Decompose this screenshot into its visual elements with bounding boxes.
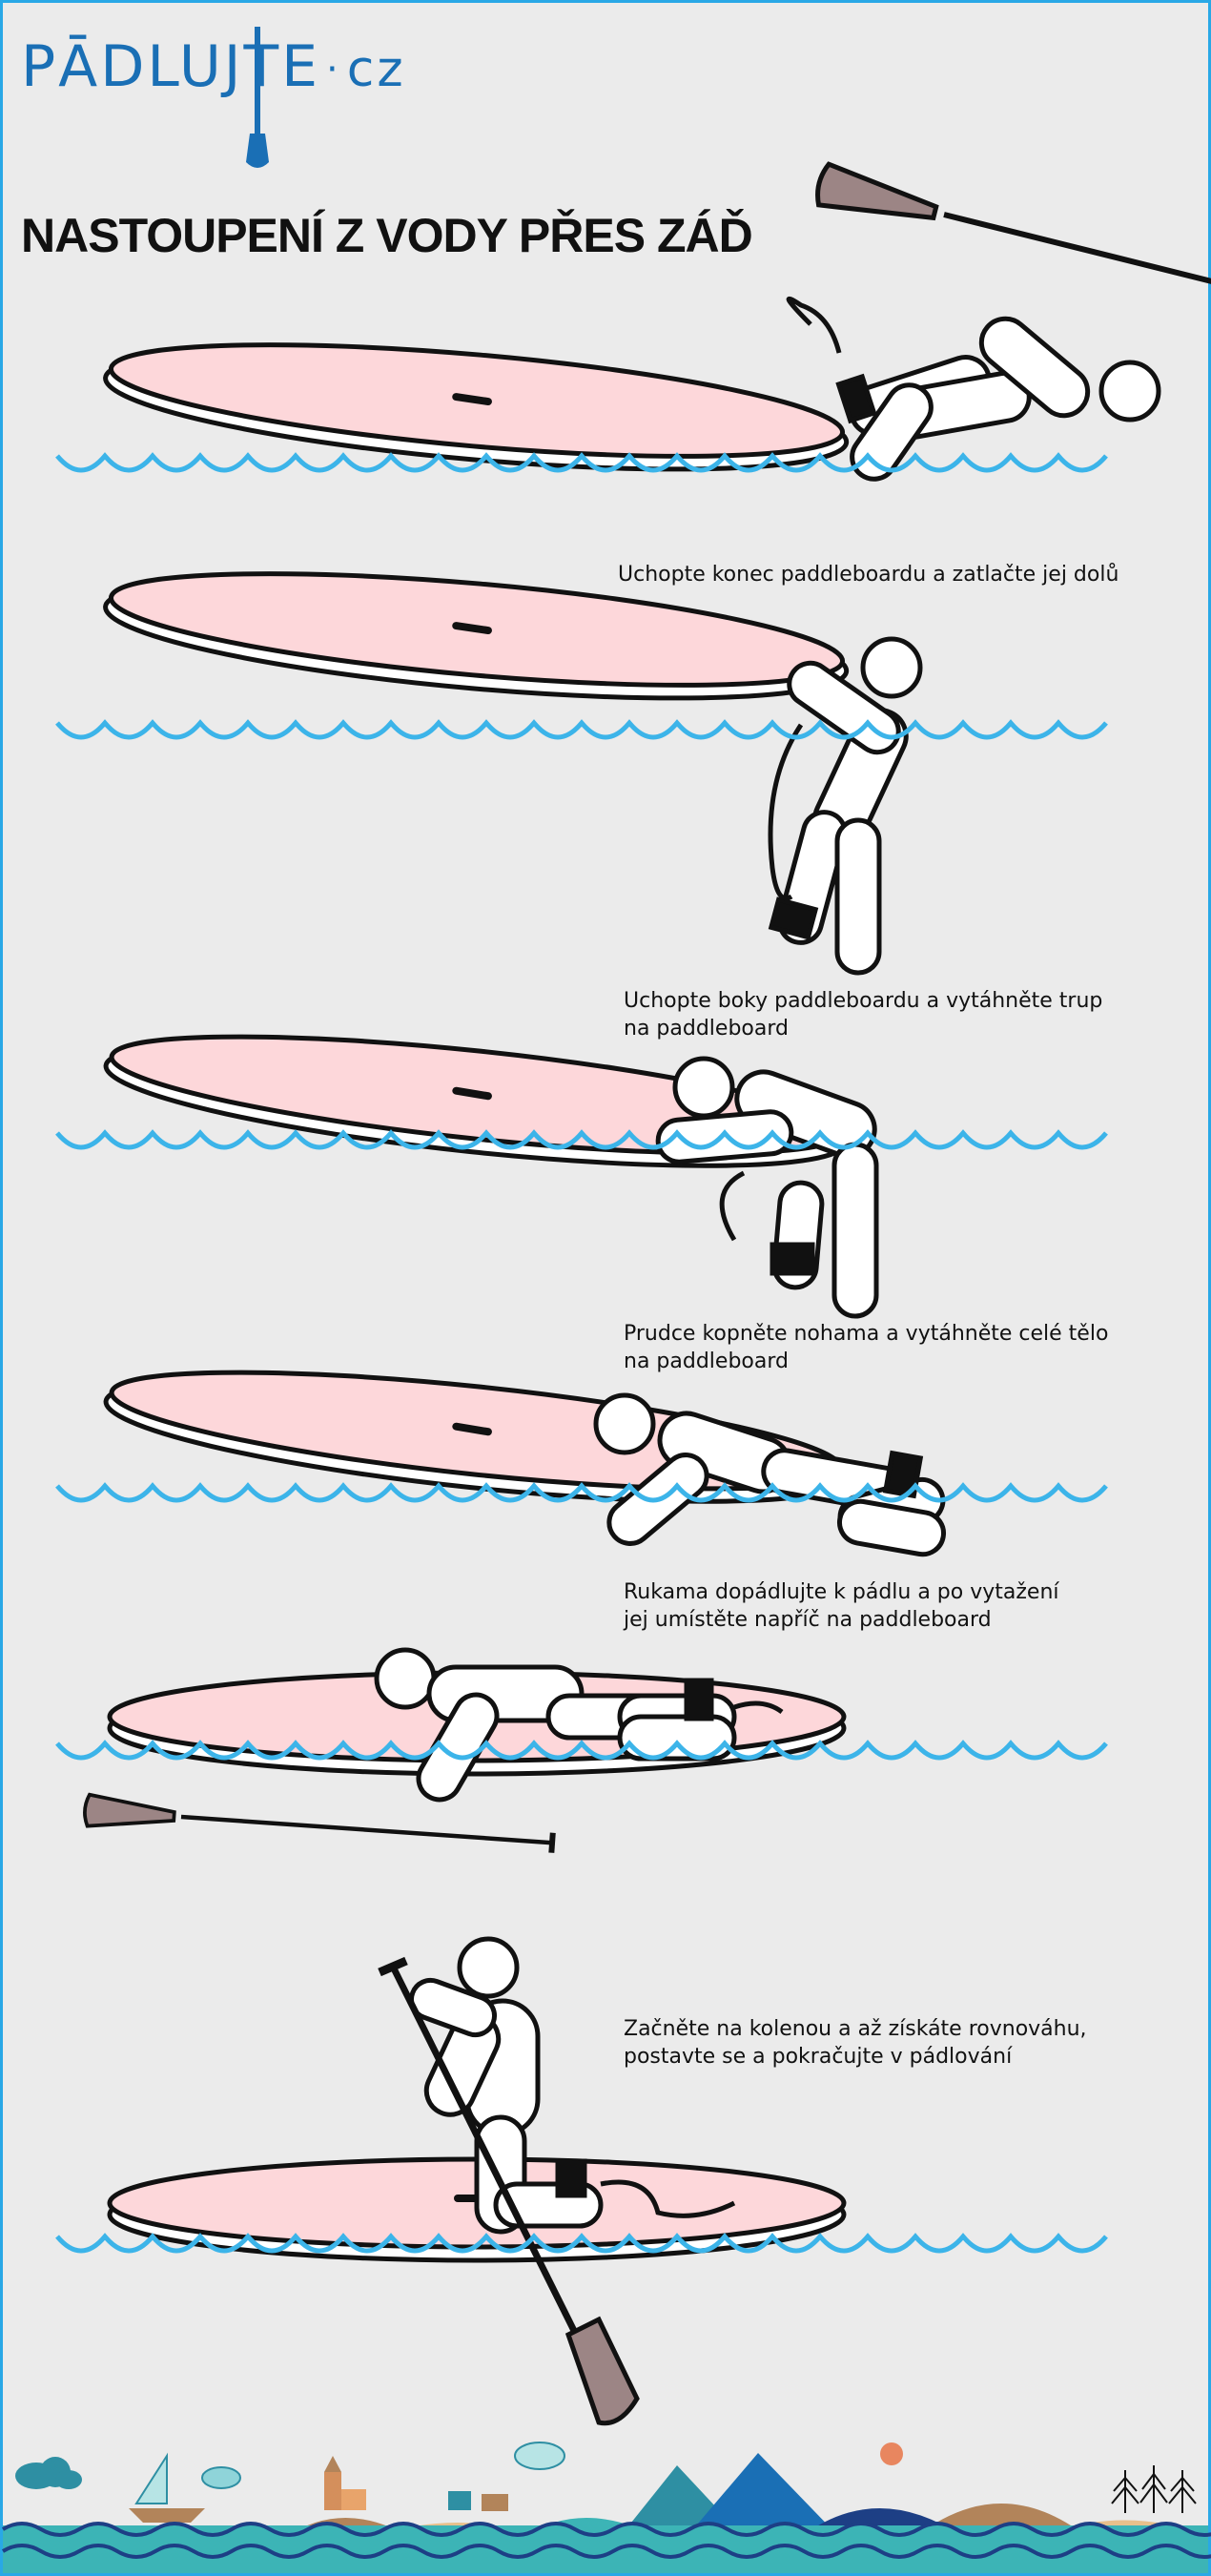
paddle-icon: [378, 1956, 640, 2426]
cloud-icon: [514, 2442, 565, 2470]
cloud-icon: [15, 2457, 82, 2489]
board-icon: [103, 342, 850, 472]
logo-text: PĀDLUJTE: [21, 33, 321, 100]
step-2-caption: Uchopte boky paddleboardu a vytáhněte tr…: [624, 989, 1103, 1041]
logo: PĀDLUJTE·cz: [21, 33, 406, 100]
logo-domain: cz: [346, 41, 406, 98]
step-3-caption: Prudce kopněte nohama a vytáhněte celé t…: [624, 1322, 1109, 1373]
sun-icon: [880, 2442, 903, 2465]
step-1-illustration: [57, 571, 1106, 976]
village-icon: [324, 2456, 508, 2511]
person-icon: [768, 636, 923, 976]
footer-landscape: [1, 2442, 1211, 2573]
person-icon: [409, 1936, 736, 2235]
step-5-illustration: [57, 1936, 1106, 2426]
step-2-illustration: [57, 1034, 1106, 1319]
cloud-icon: [201, 2466, 241, 2489]
board-icon: [103, 571, 850, 701]
paddle-icon: [84, 1794, 553, 1858]
mountains-icon: [286, 2453, 1209, 2537]
step-5-caption: Začněte na kolenou a až získáte rovnováh…: [624, 2017, 1087, 2069]
step-4-illustration: [57, 1647, 1106, 1859]
step-1-caption: Uchopte konec paddleboardu a zatlačte je…: [618, 563, 1119, 587]
step-0-illustration: [57, 163, 1211, 482]
sailboat-icon: [129, 2452, 205, 2523]
person-icon: [655, 1056, 879, 1319]
trees-icon: [1111, 2465, 1197, 2513]
person-icon: [374, 1647, 784, 1803]
logo-paddle-icon: [246, 27, 269, 168]
person-icon: [786, 296, 1161, 482]
step-4-caption: Rukama dopádlujte k pádlu a po vytažení …: [624, 1580, 1059, 1632]
footer-waves: [1, 2522, 1211, 2573]
step-3-illustration: [57, 1370, 1106, 1557]
page-title: NASTOUPENÍ Z VODY PŘES ZÁĎ: [21, 209, 753, 262]
